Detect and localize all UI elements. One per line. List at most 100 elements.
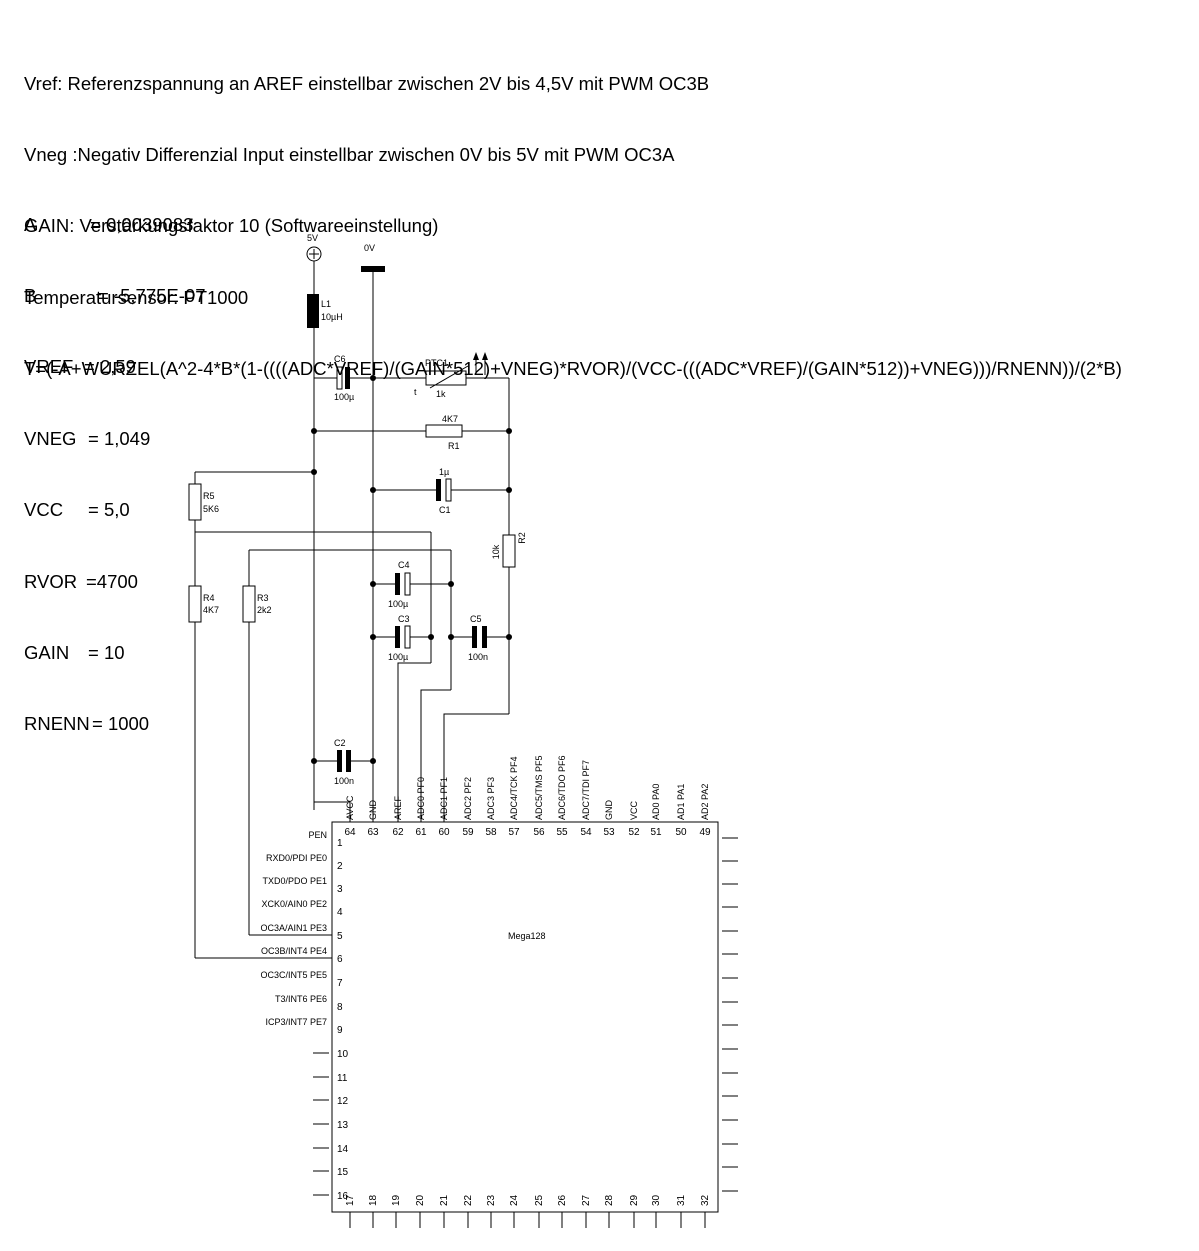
constant-b: B= -5,775E-07 (24, 284, 206, 306)
svg-text:23: 23 (486, 1194, 497, 1206)
ic-pin-25: 25 (534, 1194, 545, 1228)
resistor-r3: R3 2k2 (242, 585, 272, 623)
svg-text:ADC4/TCK PF4: ADC4/TCK PF4 (509, 756, 519, 820)
svg-text:GND: GND (604, 800, 614, 821)
constant-gain: GAIN= 10 (24, 641, 125, 663)
svg-text:OC3C/INT5 PE5: OC3C/INT5 PE5 (260, 970, 327, 980)
svg-text:59: 59 (462, 827, 474, 838)
resistor-r4: R4 4K7 (188, 585, 219, 623)
ic-pin-11: 11 (313, 1073, 348, 1084)
ic-pin-24: 24 (509, 1194, 520, 1228)
ic-pin-3: 3 TXD0/PDO PE1 (262, 876, 343, 895)
svg-text:61: 61 (415, 827, 427, 838)
svg-text:T3/INT6 PE6: T3/INT6 PE6 (275, 994, 327, 1004)
svg-text:ADC5/TMS PF5: ADC5/TMS PF5 (534, 755, 544, 820)
svg-text:3: 3 (337, 884, 343, 895)
svg-text:100n: 100n (468, 652, 488, 662)
ic-pin-13: 13 (313, 1120, 349, 1131)
svg-text:14: 14 (337, 1144, 349, 1155)
ic-pin-20: 20 (415, 1194, 426, 1228)
svg-text:26: 26 (557, 1194, 568, 1206)
svg-text:1µ: 1µ (439, 467, 449, 477)
svg-text:1: 1 (337, 838, 343, 849)
svg-text:PTC1: PTC1 (425, 358, 448, 368)
svg-text:63: 63 (367, 827, 379, 838)
ic-pin-26: 26 (557, 1194, 568, 1228)
svg-text:57: 57 (508, 827, 520, 838)
note-formula: T=(-A+WURZEL(A^2-4*B*(1-((((ADC*VREF)/(G… (24, 358, 1122, 380)
svg-text:51: 51 (650, 827, 662, 838)
svg-text:4K7: 4K7 (442, 414, 458, 424)
svg-text:AD1 PA1: AD1 PA1 (676, 784, 686, 820)
svg-text:AREF: AREF (393, 795, 403, 820)
svg-text:AD0 PA0: AD0 PA0 (651, 784, 661, 820)
svg-text:58: 58 (485, 827, 497, 838)
svg-text:19: 19 (391, 1194, 402, 1206)
svg-text:L1: L1 (321, 299, 331, 309)
svg-text:OC3B/INT4 PE4: OC3B/INT4 PE4 (261, 946, 327, 956)
thermistor-ptc1: PTC1 1k t (373, 352, 509, 399)
capacitor-c5: C5 100n (451, 614, 509, 662)
ic-pin-54: 54 ADC7/TDI PF7 (580, 760, 592, 838)
capacitor-c2: C2 100n (314, 738, 373, 786)
svg-text:4K7: 4K7 (203, 605, 219, 615)
svg-text:32: 32 (700, 1194, 711, 1206)
svg-text:60: 60 (438, 827, 450, 838)
supply-0v: 0V (361, 243, 385, 272)
svg-text:XCK0/AIN0 PE2: XCK0/AIN0 PE2 (261, 899, 327, 909)
svg-text:13: 13 (337, 1120, 349, 1131)
svg-text:ADC3 PF3: ADC3 PF3 (486, 777, 496, 820)
ic-pin-30: 30 (651, 1194, 662, 1228)
ic-pin-58: 58 ADC3 PF3 (485, 777, 497, 838)
svg-text:5K6: 5K6 (203, 504, 219, 514)
constants-list: A= 0,0039083 B= -5,775E-07 VREF= 2,59 VN… (24, 165, 206, 760)
ic-pin-16: 16 (313, 1191, 349, 1202)
svg-text:2k2: 2k2 (257, 605, 272, 615)
svg-text:TXD0/PDO PE1: TXD0/PDO PE1 (262, 876, 327, 886)
svg-text:100n: 100n (334, 776, 354, 786)
capacitor-c1: 1µ C1 (373, 467, 509, 515)
svg-text:1k: 1k (436, 389, 446, 399)
svg-text:ADC7/TDI PF7: ADC7/TDI PF7 (581, 760, 591, 820)
capacitor-c3: C3 100µ (373, 614, 431, 662)
ic-pin-14: 14 (313, 1144, 349, 1155)
svg-text:100µ: 100µ (388, 599, 408, 609)
svg-text:12: 12 (337, 1096, 349, 1107)
svg-text:10k: 10k (491, 544, 501, 559)
svg-text:50: 50 (675, 827, 687, 838)
svg-text:t: t (414, 387, 417, 397)
resistor-r1: 4K7 R1 (314, 414, 509, 451)
svg-text:28: 28 (604, 1194, 615, 1206)
svg-text:24: 24 (509, 1194, 520, 1206)
svg-text:54: 54 (580, 827, 592, 838)
svg-text:8: 8 (337, 1002, 343, 1013)
constant-vcc: VCC= 5,0 (24, 499, 130, 521)
svg-text:10µH: 10µH (321, 312, 343, 322)
constant-a: A= 0,0039083 (24, 213, 194, 235)
ic-pin-50: 50 AD1 PA1 (675, 784, 687, 838)
svg-text:20: 20 (415, 1194, 426, 1206)
capacitor-c4: C4 100µ (373, 560, 451, 609)
note-sensor: Temperatursensor: PT1000 (24, 286, 249, 308)
notes-block: Vref: Referenzspannung an AREF einstellb… (24, 24, 1199, 405)
ic-pin-15: 15 (313, 1167, 349, 1178)
svg-text:R2: R2 (517, 532, 527, 544)
svg-text:6: 6 (337, 954, 343, 965)
svg-text:R1: R1 (448, 441, 460, 451)
svg-text:100µ: 100µ (334, 392, 354, 402)
capacitor-c6: C6 100µ (314, 354, 373, 402)
resistor-r5: R5 5K6 (188, 471, 314, 521)
ic-right-pins (722, 837, 738, 1192)
ic-pin-17: 17 (345, 1194, 356, 1228)
ic-pin-27: 27 (581, 1194, 592, 1228)
